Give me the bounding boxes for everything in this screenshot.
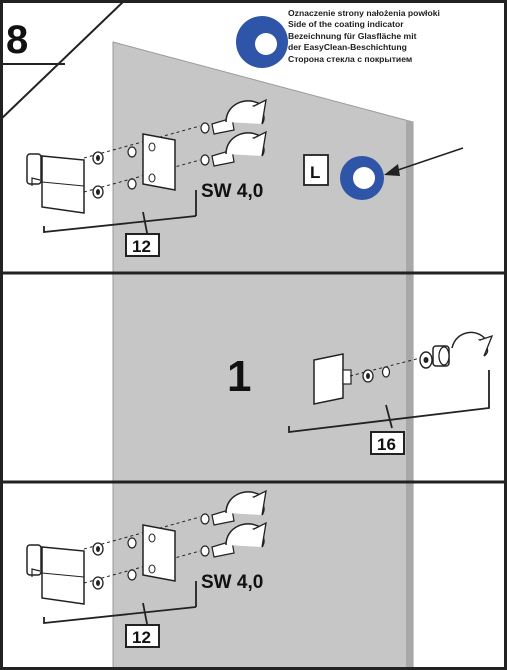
top-wrench-label: SW 4,0 xyxy=(201,181,263,202)
top-part-box xyxy=(125,233,160,257)
middle-quantity: 1 xyxy=(227,352,251,401)
handle-knob-assembly xyxy=(288,331,494,434)
middle-part-number: 16 xyxy=(377,435,396,454)
side-marker-box xyxy=(303,154,329,186)
step-number: 8 xyxy=(6,18,28,62)
middle-part-box xyxy=(370,431,405,455)
indicator-pointer-arrow xyxy=(384,164,400,176)
step-corner-line xyxy=(0,0,126,121)
legend-line-de-1: Bezeichnung für Glasfläche mit xyxy=(288,30,417,41)
glass-panel xyxy=(112,41,414,670)
indicator-pointer-line xyxy=(391,147,464,173)
top-part-number: 12 xyxy=(132,237,151,256)
bottom-wrench-label: SW 4,0 xyxy=(201,572,263,593)
legend-line-ru: Сторона стекла с покрытием xyxy=(288,53,413,64)
legend-line-en: Side of the coating indicator xyxy=(288,19,404,30)
side-marker-label: L xyxy=(310,163,320,182)
coating-indicator-legend: Oznaczenie strony nałożenia powłoki Side… xyxy=(288,8,503,65)
bottom-part-number: 12 xyxy=(132,628,151,647)
legend-line-de-2: der EasyClean-Beschichtung xyxy=(288,42,407,53)
bottom-part-box xyxy=(125,624,160,648)
legend-line-pl: Oznaczenie strony nałożenia powłoki xyxy=(288,8,440,18)
glass-edge xyxy=(406,120,413,670)
